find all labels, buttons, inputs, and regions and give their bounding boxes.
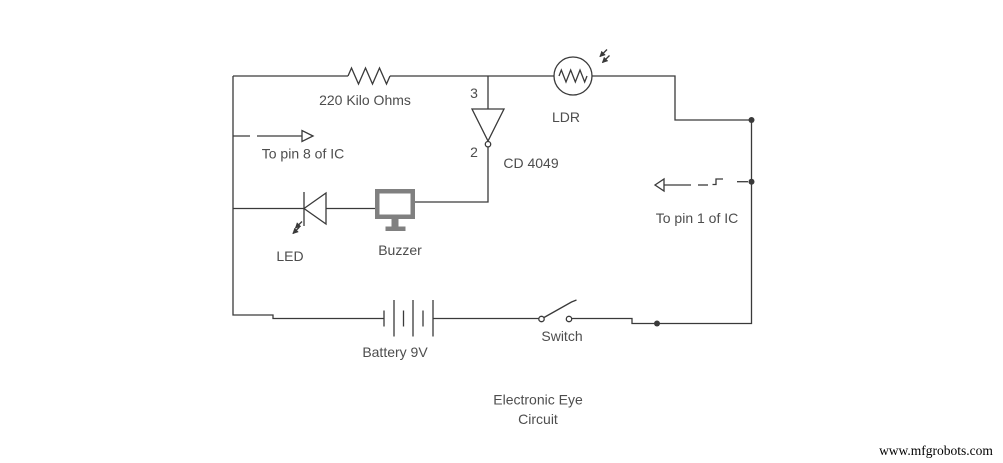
led-label: LED: [276, 248, 303, 264]
diagram-title-line1: Electronic Eye: [493, 392, 583, 408]
switch-symbol: [538, 299, 577, 323]
switch-label: Switch: [541, 328, 582, 344]
pin8-note-label: To pin 8 of IC: [262, 146, 345, 162]
ldr-label: LDR: [552, 109, 580, 125]
wire-top-right-and-right-side: [572, 75, 753, 325]
buzzer-label: Buzzer: [378, 242, 422, 258]
junction-dot: [748, 178, 755, 185]
to-pin1-arrow-icon: [653, 177, 748, 193]
to-pin8-arrow-icon: [233, 129, 315, 143]
diagram-title: Electronic Eye Circuit: [493, 392, 583, 428]
inverter-symbol: [415, 76, 506, 203]
resistor-label: 220 Kilo Ohms: [319, 92, 411, 108]
buzzer-icon: [375, 189, 415, 231]
diagram-title-line2: Circuit: [518, 411, 558, 427]
battery-label: Battery 9V: [362, 344, 428, 360]
junction-dot: [748, 117, 755, 123]
battery-symbol: [383, 300, 434, 337]
resistor-symbol: [347, 66, 391, 86]
led-emission-arrows-icon: [292, 221, 303, 235]
led-symbol: [233, 191, 375, 235]
watermark-text: www.mfgrobots.com: [879, 443, 993, 458]
inverter-pin3-label: 3: [470, 85, 478, 101]
junction-dot: [654, 320, 660, 327]
ldr-symbol: [553, 49, 610, 96]
pin1-note-label: To pin 1 of IC: [656, 210, 739, 226]
ldr-light-arrows-icon: [599, 49, 610, 64]
inverter-pin2-label: 2: [470, 144, 478, 160]
inverter-ic-label: CD 4049: [503, 155, 558, 171]
wire-left-and-bottom: [232, 76, 384, 320]
